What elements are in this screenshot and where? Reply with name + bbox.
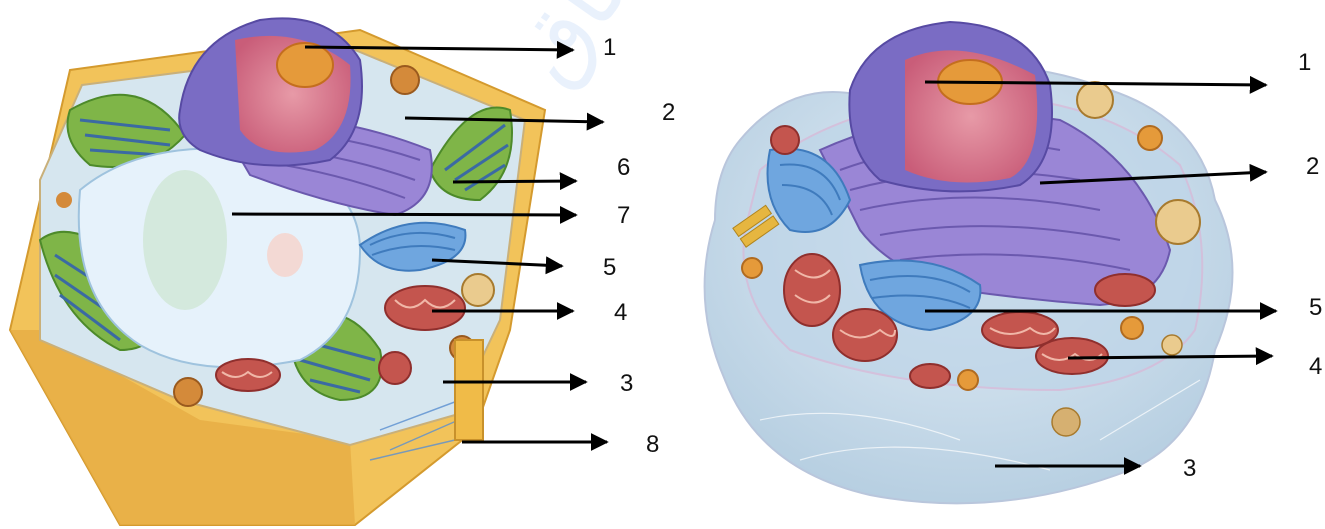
animal-label-2: 2 <box>1306 153 1319 180</box>
plant-label-1: 1 <box>603 34 616 61</box>
animal-label-4: 4 <box>1309 353 1322 380</box>
nucleus <box>849 22 1052 191</box>
watermark-text: ميثاق <box>492 0 693 103</box>
mitochondrion <box>833 309 897 361</box>
mitochondrion <box>910 364 950 388</box>
plant-label-6: 6 <box>617 154 630 181</box>
nucleus <box>179 18 362 165</box>
animal-cell <box>705 22 1233 503</box>
mitochondrion <box>784 254 840 326</box>
nucleolus <box>277 43 333 87</box>
mitochondrion <box>1036 338 1108 374</box>
arrow-chloroplast <box>453 181 576 182</box>
plant-label-7: 7 <box>617 202 630 229</box>
arrow-mitochondrion <box>1068 356 1272 358</box>
plant-label-3: 3 <box>620 370 633 397</box>
arrow-vacuole <box>232 214 576 215</box>
animal-label-5: 5 <box>1309 294 1322 321</box>
plant-cell <box>10 18 545 525</box>
plant-label-4: 4 <box>614 299 627 326</box>
mitochondrion <box>1095 274 1155 306</box>
mitochondrion <box>216 359 280 391</box>
plant-labels: 1 2 6 7 5 4 3 8 <box>603 34 675 458</box>
plant-label-8: 8 <box>646 431 659 458</box>
animal-label-3: 3 <box>1183 455 1196 482</box>
plant-label-5: 5 <box>603 254 616 281</box>
animal-label-1: 1 <box>1298 49 1311 76</box>
plant-label-2: 2 <box>662 99 675 126</box>
mitochondrion <box>385 286 465 330</box>
